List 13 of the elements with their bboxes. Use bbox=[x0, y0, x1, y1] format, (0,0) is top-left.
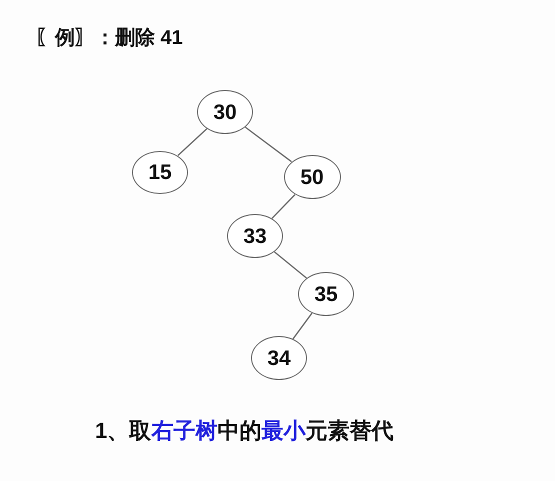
tree-node: 34 bbox=[251, 336, 307, 380]
tree-node: 30 bbox=[197, 90, 253, 134]
tree-node: 35 bbox=[298, 272, 354, 316]
title: 〖例〗：删除 41 bbox=[35, 26, 183, 50]
tree-node: 33 bbox=[227, 214, 283, 258]
connector-line bbox=[274, 251, 307, 279]
connector-line bbox=[177, 128, 208, 156]
caption: 1、取右子树中的最小元素替代 bbox=[95, 418, 394, 444]
tree-node: 15 bbox=[132, 150, 188, 194]
connector-line bbox=[292, 312, 313, 340]
connector-line bbox=[244, 126, 292, 162]
connector-line bbox=[271, 194, 296, 219]
tree-node: 50 bbox=[284, 155, 340, 199]
